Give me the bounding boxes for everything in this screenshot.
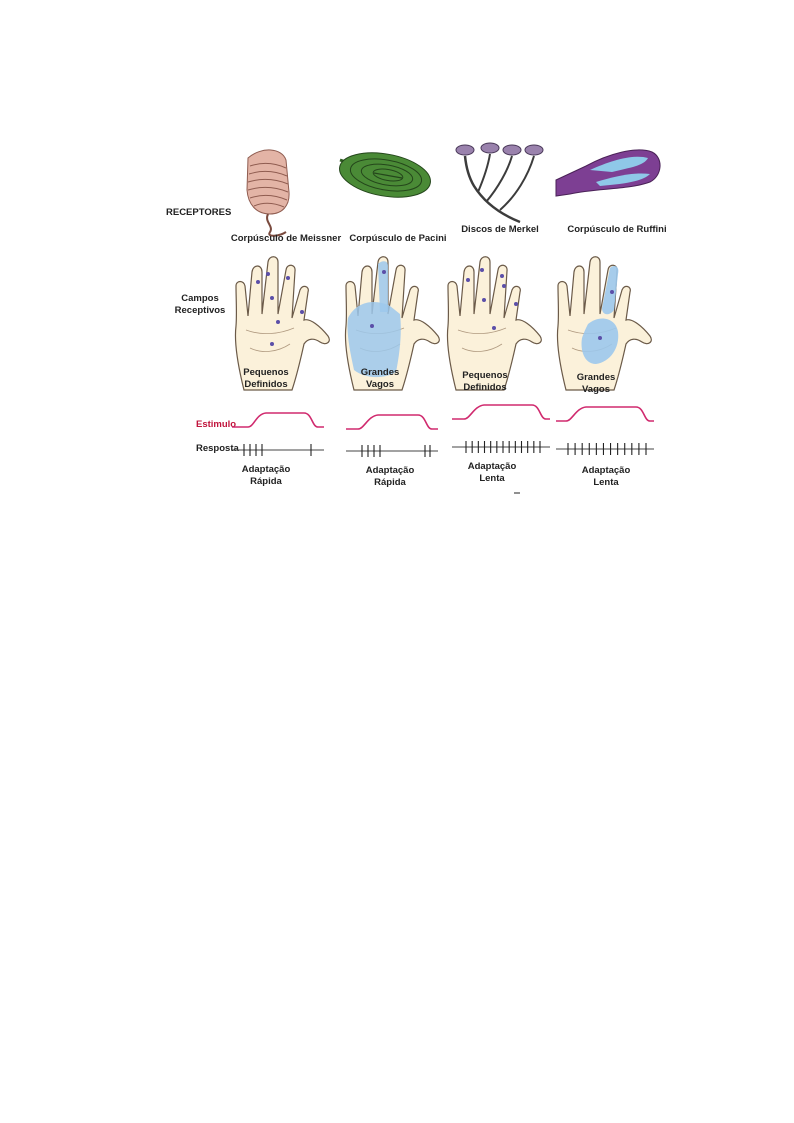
campo-desc-3-l1: Pequenos [462, 370, 507, 381]
campo-desc-3-l2: Definidos [463, 382, 506, 393]
label-estimulo: Estimulo [196, 419, 236, 430]
adapt-3-l2: Lenta [479, 473, 505, 484]
label-campos: Campos [181, 293, 218, 304]
adapt-1-l2: Rápida [250, 476, 282, 487]
hand-merkel [446, 256, 542, 391]
adapt-3-l1: Adaptação [468, 461, 517, 472]
adapt-2-l2: Rápida [374, 477, 406, 488]
campo-desc-1-l1: Pequenos [243, 367, 288, 378]
response-spikes-pacini [361, 445, 431, 457]
response-spikes-meissner [243, 444, 312, 456]
response-traces [232, 441, 654, 457]
response-spikes-merkel [465, 441, 541, 453]
receptor-name-merkel: Discos de Merkel [461, 224, 539, 235]
receptor-name-pacini: Corpúsculo de Pacini [349, 233, 446, 244]
hand-ruffini [556, 256, 652, 391]
label-receptores: RECEPTORES [166, 207, 231, 218]
receptor-name-ruffini: Corpúsculo de Ruffini [567, 224, 666, 235]
stimulus-trace-4 [556, 406, 654, 422]
stimulus-trace-1 [232, 412, 324, 428]
meissner-corpuscle-illustration [246, 149, 290, 237]
stimulus-trace-3 [452, 404, 550, 420]
stimulus-trace-2 [346, 414, 438, 430]
response-spikes-ruffini [567, 443, 647, 455]
hand-pacini [344, 256, 440, 391]
campo-desc-2-l1: Grandes [361, 367, 400, 378]
hand-meissner [234, 256, 330, 391]
campo-desc-4-l2: Vagos [582, 384, 610, 395]
campo-desc-2-l2: Vagos [366, 379, 394, 390]
stimulus-traces [232, 404, 654, 430]
adapt-4-l2: Lenta [593, 477, 619, 488]
adapt-1-l1: Adaptação [242, 464, 291, 475]
adapt-2-l1: Adaptação [366, 465, 415, 476]
receptor-name-meissner: Corpúsculo de Meissner [231, 233, 342, 244]
campo-desc-4-l1: Grandes [577, 372, 616, 383]
label-receptivos: Receptivos [175, 305, 226, 316]
merkel-discs-illustration [455, 142, 544, 224]
adapt-4-l1: Adaptação [582, 465, 631, 476]
campo-desc-1-l2: Definidos [244, 379, 287, 390]
pacini-corpuscle-illustration [339, 152, 431, 198]
ruffini-corpuscle-illustration [555, 149, 661, 197]
label-resposta: Resposta [196, 443, 239, 454]
